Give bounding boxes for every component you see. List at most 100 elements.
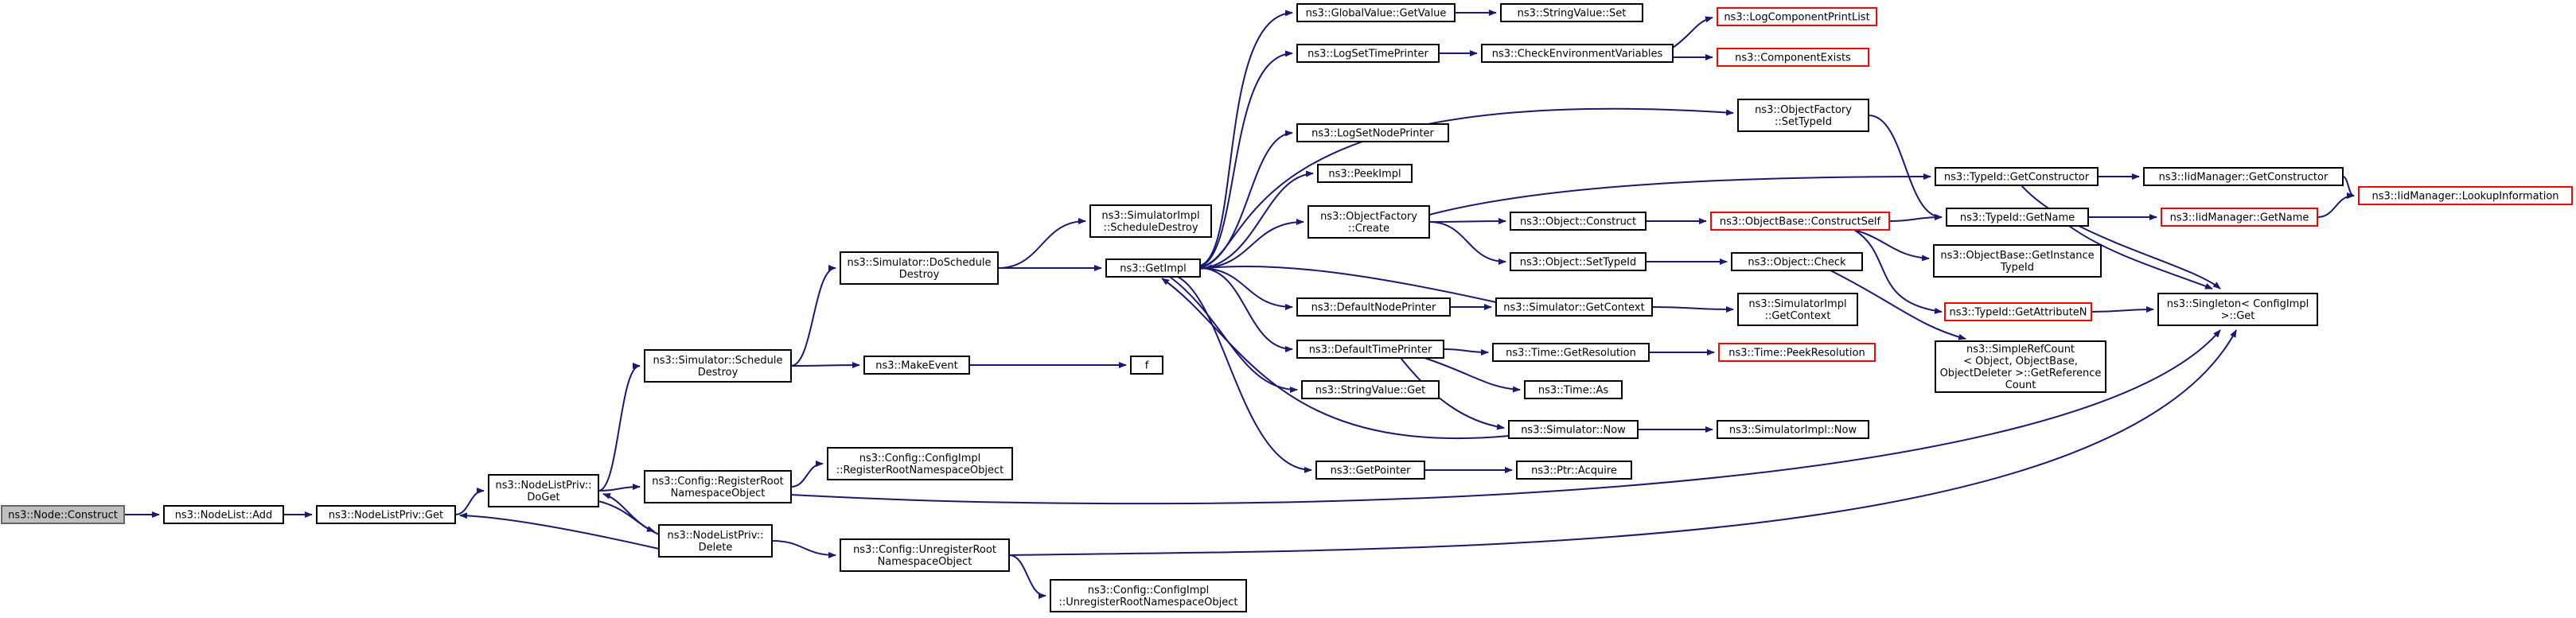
node-label-line: ns3::Object::Construct: [1520, 216, 1636, 228]
node-defaultnodeprinter[interactable]: ns3::DefaultNodePrinter: [1296, 297, 1451, 317]
node-label-line: NamespaceObject: [878, 556, 972, 568]
node-iidmanager-getconstructor[interactable]: ns3::IidManager::GetConstructor: [2143, 167, 2344, 186]
node-box: [1301, 380, 1440, 399]
node-box: [1296, 340, 1444, 359]
node-register-root-ns[interactable]: ns3::Config::RegisterRootNamespaceObject: [644, 470, 792, 503]
node-stringvalue-get[interactable]: ns3::StringValue::Get: [1301, 380, 1440, 399]
node-label-line: ns3::Config::ConfigImpl: [859, 453, 981, 464]
node-box: [316, 505, 456, 524]
node-time-peekresolution[interactable]: ns3::Time::PeekResolution: [1718, 343, 1876, 362]
node-simimpl-getcontext[interactable]: ns3::SimulatorImpl::GetContext: [1737, 293, 1858, 326]
node-simimpl-schedule-destroy[interactable]: ns3::SimulatorImpl::ScheduleDestroy: [1089, 204, 1212, 238]
node-nodelistpriv-get[interactable]: ns3::NodeListPriv::Get: [316, 505, 456, 524]
node-singleton-get[interactable]: ns3::Singleton< ConfigImpl >::Get: [2157, 293, 2318, 326]
node-getimpl[interactable]: ns3::GetImpl: [1105, 258, 1201, 278]
node-nodelist-add[interactable]: ns3::NodeList::Add: [163, 505, 284, 524]
node-box: [644, 470, 792, 503]
edge-objectfactory-create-to-typeid-getconstructor: [1428, 173, 1931, 216]
edge-objectfactory-create-to-object-settypeid: [1428, 221, 1506, 265]
node-objectfactory-create[interactable]: ns3::ObjectFactory::Create: [1307, 205, 1430, 239]
node-box: [1296, 123, 1449, 142]
node-box: [1296, 3, 1456, 22]
node-logsettimeprinter[interactable]: ns3::LogSetTimePrinter: [1296, 44, 1440, 63]
node-object-settypeid[interactable]: ns3::Object::SetTypeId: [1510, 252, 1647, 271]
node-box: [1492, 343, 1650, 362]
node-object-construct[interactable]: ns3::Object::Construct: [1510, 212, 1647, 231]
node-peekimpl[interactable]: ns3::PeekImpl: [1317, 164, 1413, 183]
node-check-env-vars[interactable]: ns3::CheckEnvironmentVariables: [1481, 44, 1674, 63]
node-box: [1307, 205, 1430, 239]
node-label-line: ns3::Node::Construct: [8, 510, 118, 522]
node-box: [2157, 293, 2318, 326]
node-label-line: ns3::SimulatorImpl::Now: [1729, 425, 1857, 437]
edge-sim-getcontext-to-getimpl: [1204, 264, 1497, 303]
node-unregister-root-ns[interactable]: ns3::Config::UnregisterRootNamespaceObje…: [840, 538, 1010, 572]
edge-sim-schedule-destroy-to-sim-doschedule-destroy: [790, 265, 836, 367]
node-label-line: Count: [2005, 379, 2036, 391]
node-objectbase-constructself[interactable]: ns3::ObjectBase::ConstructSelf: [1710, 212, 1890, 231]
node-node-construct[interactable]: ns3::Node::Construct: [1, 505, 125, 524]
node-label-line: ns3::SimulatorImpl: [1748, 298, 1846, 310]
edge-object-check-to-simplerefcount-getreferencecount: [1830, 270, 1966, 340]
node-nodelistpriv-doget[interactable]: ns3::NodeListPriv::DoGet: [488, 474, 599, 507]
node-logsetnodeprinter[interactable]: ns3::LogSetNodePrinter: [1296, 123, 1449, 142]
node-label-line: ns3::LogSetTimePrinter: [1307, 49, 1428, 60]
node-configimpl-unregister[interactable]: ns3::Config::ConfigImpl::UnregisterRootN…: [1050, 579, 1247, 612]
node-box: [1500, 3, 1643, 22]
node-box: [1050, 579, 1247, 612]
edge-defaulttimeprinter-to-time-getresolution: [1443, 348, 1489, 356]
node-box: [1516, 461, 1632, 480]
node-objectfactory-settypeid[interactable]: ns3::ObjectFactory::SetTypeId: [1737, 99, 1869, 132]
node-typeid-getattributen[interactable]: ns3::TypeId::GetAttributeN: [1944, 302, 2092, 321]
node-label-line: ns3::Config::ConfigImpl: [1088, 585, 1210, 597]
node-label-line: ns3::Object::SetTypeId: [1520, 257, 1636, 269]
node-nodelistpriv-delete[interactable]: ns3::NodeListPriv::Delete: [658, 524, 773, 558]
edge-nodelistpriv-doget-to-register-root-ns: [598, 484, 641, 492]
node-globalvalue-getvalue[interactable]: ns3::GlobalValue::GetValue: [1296, 3, 1456, 22]
node-box: [1717, 7, 1877, 26]
node-iidmanager-getname[interactable]: ns3::IidManager::GetName: [2161, 208, 2318, 227]
node-label-line: ns3::LogComponentPrintList: [1724, 12, 1869, 24]
node-defaulttimeprinter[interactable]: ns3::DefaultTimePrinter: [1296, 340, 1444, 359]
node-f[interactable]: f: [1130, 356, 1163, 375]
node-box: [840, 251, 999, 285]
node-label-line: ns3::ObjectBase::GetInstance: [1940, 250, 2094, 262]
node-label-line: ns3::Time::GetResolution: [1506, 348, 1636, 360]
node-sim-schedule-destroy[interactable]: ns3::Simulator::ScheduleDestroy: [644, 349, 792, 383]
node-typeid-getname[interactable]: ns3::TypeId::GetName: [1946, 208, 2089, 227]
node-box: [1731, 252, 1863, 271]
node-componentexists[interactable]: ns3::ComponentExists: [1717, 48, 1869, 67]
node-box: [1737, 99, 1869, 132]
node-object-check[interactable]: ns3::Object::Check: [1731, 252, 1863, 271]
node-iidmanager-lookupinformation[interactable]: ns3::IidManager::LookupInformation: [2358, 186, 2573, 205]
node-label-line: ns3::GetPointer: [1331, 465, 1411, 477]
edge-typeid-getattributen-to-singleton-get: [2091, 306, 2154, 313]
node-box: [1510, 252, 1647, 271]
node-logcomponentprintlist[interactable]: ns3::LogComponentPrintList: [1717, 7, 1877, 26]
node-simplerefcount-getreferencecount[interactable]: ns3::SimpleRefCount< Object, ObjectBase,…: [1935, 340, 2106, 393]
node-stringvalue-set[interactable]: ns3::StringValue::Set: [1500, 3, 1643, 22]
node-box: [1946, 208, 2089, 227]
node-sim-now[interactable]: ns3::Simulator::Now: [1508, 420, 1639, 439]
node-time-getresolution[interactable]: ns3::Time::GetResolution: [1492, 343, 1650, 362]
node-box: [1508, 420, 1639, 439]
node-time-as[interactable]: ns3::Time::As: [1524, 380, 1623, 399]
node-typeid-getconstructor[interactable]: ns3::TypeId::GetConstructor: [1935, 167, 2099, 186]
node-configimpl-register[interactable]: ns3::Config::ConfigImpl::RegisterRootNam…: [827, 447, 1013, 480]
node-label-line: ns3::CheckEnvironmentVariables: [1492, 49, 1663, 60]
node-label-line: ns3::MakeEvent: [875, 360, 958, 372]
node-sim-getcontext[interactable]: ns3::Simulator::GetContext: [1495, 297, 1653, 317]
node-label-line: ns3::StringValue::Get: [1315, 385, 1425, 397]
node-getpointer[interactable]: ns3::GetPointer: [1315, 461, 1425, 480]
node-make-event[interactable]: ns3::MakeEvent: [863, 356, 970, 375]
node-label-line: TypeId: [2000, 262, 2034, 274]
node-label-line: ns3::Time::As: [1538, 385, 1609, 397]
node-label-line: ns3::Time::PeekResolution: [1728, 348, 1865, 360]
node-simimpl-now[interactable]: ns3::SimulatorImpl::Now: [1717, 420, 1869, 439]
node-ptr-acquire[interactable]: ns3::Ptr::Acquire: [1516, 461, 1632, 480]
edge-objectfactory-settypeid-to-typeid-getname: [1868, 115, 1943, 220]
edge-iidmanager-getname-to-iidmanager-lookupinformation: [2317, 192, 2355, 218]
